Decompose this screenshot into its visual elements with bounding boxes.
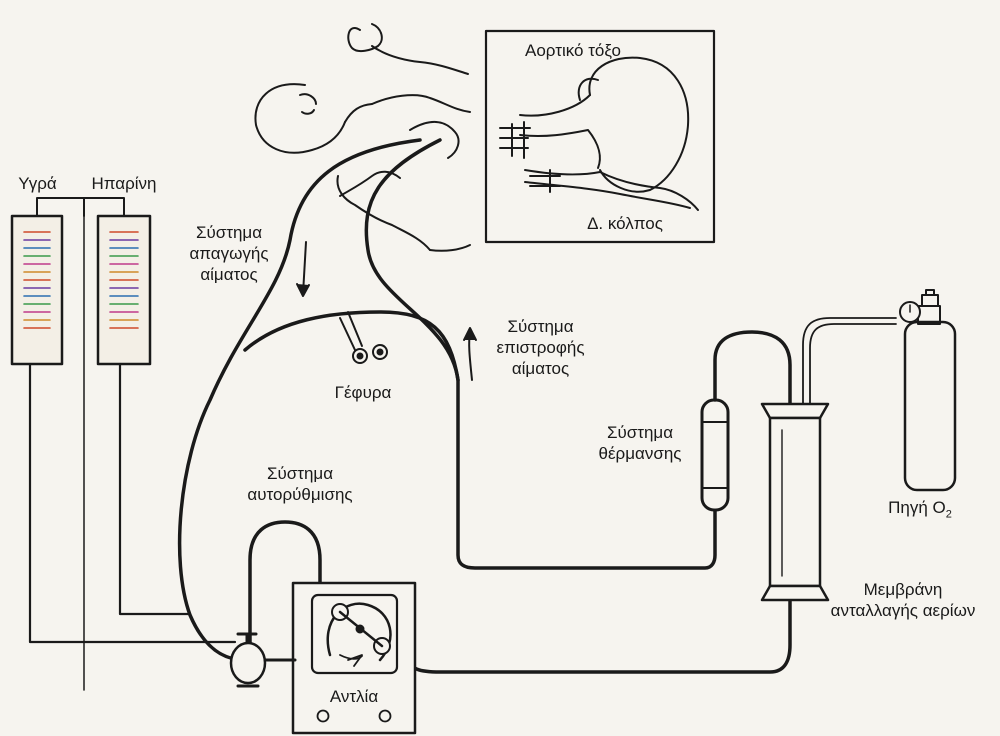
heparin-label: Ηπαρίνη <box>88 173 160 194</box>
drainage-system-label: Σύστημα απαγωγής αίματος <box>170 222 288 285</box>
drainage-arrow-icon <box>297 242 309 296</box>
right-atrium-label: Δ. κόλπος <box>560 213 690 234</box>
self-regulation-label: Σύστημα αυτορύθμισης <box>225 463 375 505</box>
return-arrow-icon <box>464 328 476 380</box>
oxygen-line <box>803 318 896 404</box>
o2-source-label: Πηγή O2 <box>865 497 975 525</box>
heater-icon <box>702 400 728 510</box>
membrane-oxygenator-icon <box>762 404 828 600</box>
fluids-bag-icon <box>12 198 84 364</box>
inset-frame <box>486 31 714 242</box>
aortic-arch-label: Αορτικό τόξο <box>498 40 648 61</box>
fluids-label: Υγρά <box>10 173 65 194</box>
heparin-bag-icon <box>84 198 150 690</box>
oxygen-tank-icon <box>900 290 955 490</box>
infant-patient-illustration <box>255 24 470 251</box>
valve-icon <box>231 634 295 686</box>
heart-detail-illustration <box>500 58 698 210</box>
pump-to-membrane-tube <box>405 600 790 672</box>
membrane-label: Μεμβράνη ανταλλαγής αερίων <box>818 579 988 621</box>
return-system-label: Σύστημα επιστροφής αίματος <box>478 316 603 379</box>
heater-membrane-loop <box>715 332 790 404</box>
pump-label: Αντλία <box>305 686 403 707</box>
fluids-line <box>30 364 235 642</box>
bridge-clamp-icon <box>340 312 387 363</box>
heating-system-label: Σύστημα θέρμανσης <box>580 422 700 464</box>
bridge-label: Γέφυρα <box>318 382 408 403</box>
